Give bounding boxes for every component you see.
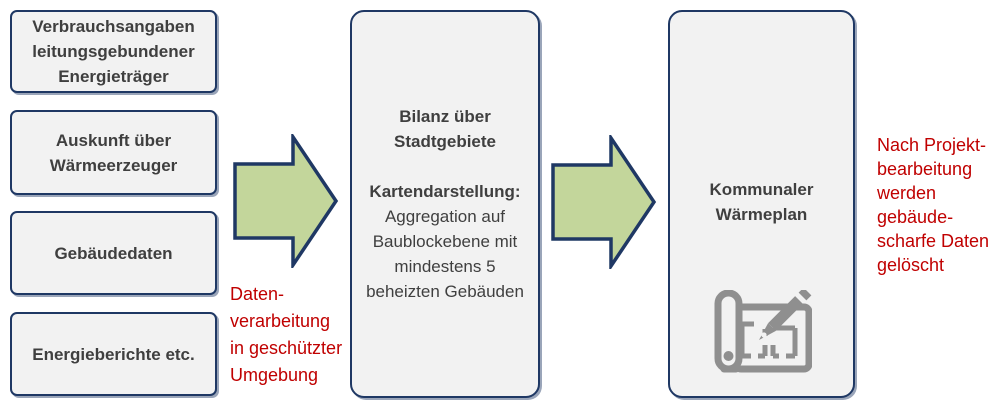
input-box-building-data: Gebäudedaten [10,211,217,295]
flow-arrow-icon [233,134,339,268]
map-representation-heading: Kartendarstellung: [369,182,521,201]
data-deletion-note: Nach Projekt- bearbeitung werden gebäude… [877,135,990,275]
balance-city-districts-box: Bilanz über Stadtgebiete Kartendarstellu… [350,10,540,398]
blueprint-pencil-icon [712,265,812,387]
output-box-title: Kommunaler Wärmeplan [709,180,814,224]
map-representation-body: Aggregation auf Baublockebene mit mindes… [366,207,524,301]
central-box-title: Bilanz über Stadtgebiete [393,107,497,151]
input-box-energy-reports: Energieberichte etc. [10,312,217,396]
municipal-heat-plan-box: Kommunaler Wärmeplan [668,10,855,398]
input-box-heat-generators: Auskunft über Wärmeerzeuger [10,110,217,195]
protected-environment-note: Daten- verarbeitung in geschützter Umgeb… [230,284,343,385]
flow-arrow-icon [551,135,657,269]
input-box-consumption-data: Verbrauchsangaben leitungsgebundener Ene… [10,10,217,93]
